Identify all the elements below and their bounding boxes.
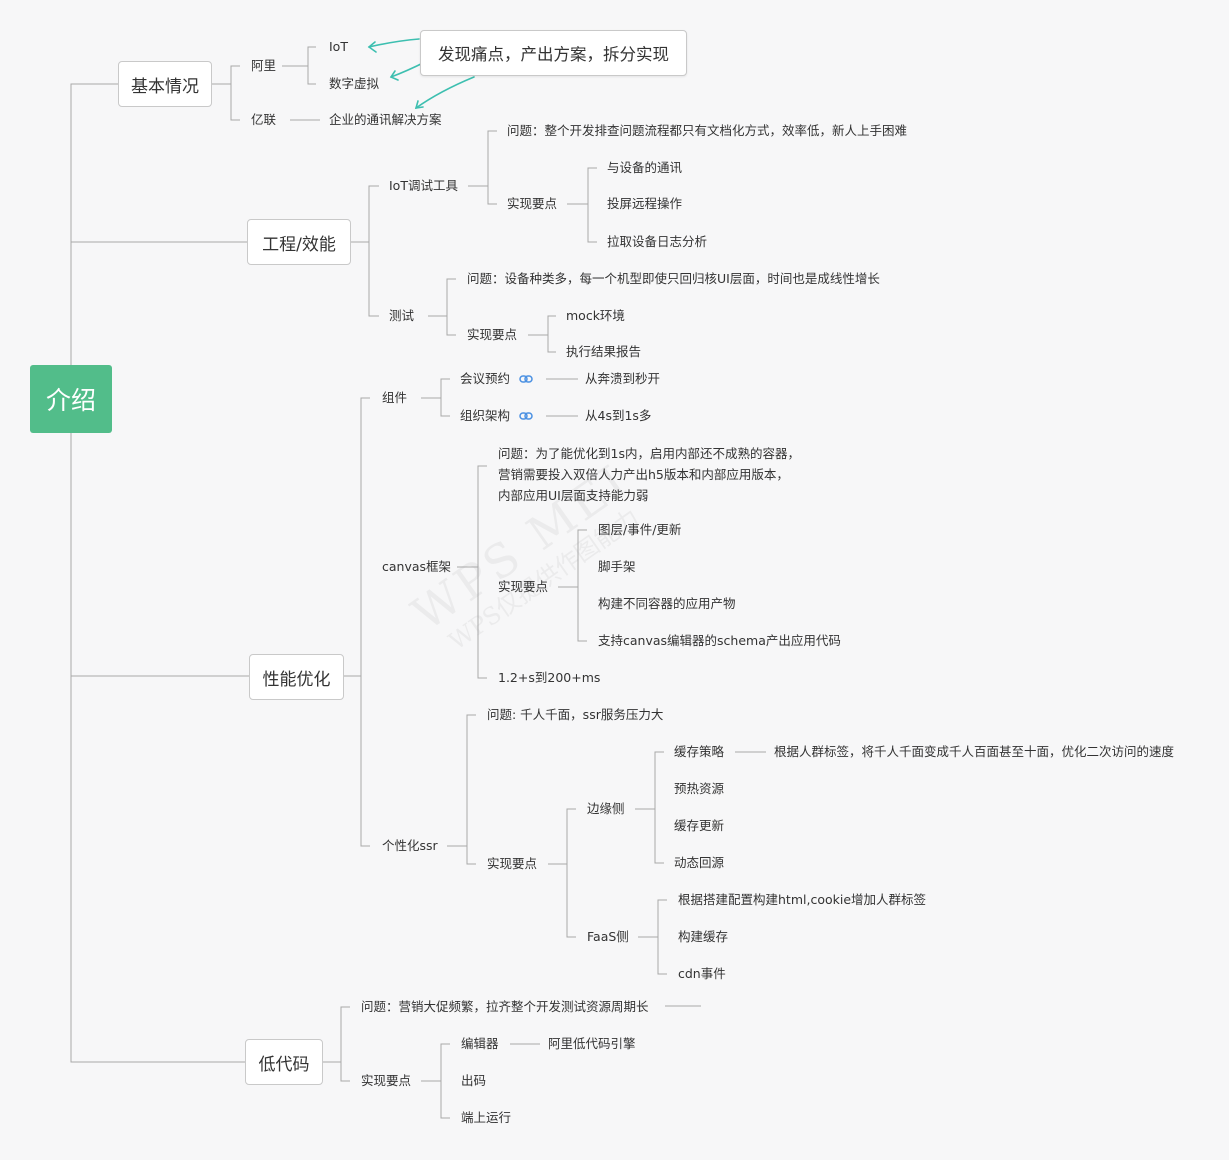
node-faas-p1[interactable]: 根据搭建配置构建html,cookie增加人群标签 — [678, 892, 927, 907]
node-faas-p3[interactable]: cdn事件 — [678, 966, 726, 981]
node-ssr-points[interactable]: 实现要点 — [487, 856, 538, 871]
node-runtime[interactable]: 端上运行 — [461, 1110, 512, 1125]
node-lowcode-problem[interactable]: 问题：营销大促频繁，拉齐整个开发测试资源周期长 — [361, 999, 649, 1014]
node-lowcode-points[interactable]: 实现要点 — [361, 1073, 412, 1088]
canvas-problem-line: 营销需要投入双倍人力产出h5版本和内部应用版本， — [498, 467, 789, 482]
node-iot[interactable]: IoT — [329, 39, 348, 54]
node-comm-solution[interactable]: 企业的通讯解决方案 — [329, 112, 442, 127]
node-test-p2[interactable]: 执行结果报告 — [566, 344, 642, 359]
node-canvas-p2[interactable]: 脚手架 — [598, 559, 636, 574]
node-canvas-result[interactable]: 1.2+s到200+ms — [498, 670, 601, 685]
node-meeting-result[interactable]: 从奔溃到秒开 — [585, 371, 661, 386]
node-test[interactable]: 测试 — [389, 308, 415, 323]
node-cache-strategy-detail[interactable]: 根据人群标签，将千人千面变成千人百面甚至十面，优化二次访问的速度 — [774, 744, 1175, 759]
node-digital[interactable]: 数字虚拟 — [329, 76, 380, 91]
node-canvas-p3[interactable]: 构建不同容器的应用产物 — [598, 596, 736, 611]
node-faas[interactable]: FaaS侧 — [587, 929, 629, 944]
node-canvas[interactable]: canvas框架 — [382, 559, 452, 574]
node-org[interactable]: 组织架构 — [460, 408, 511, 423]
node-iot-problem[interactable]: 问题：整个开发排查问题流程都只有文档化方式，效率低，新人上手困难 — [507, 123, 908, 138]
callout-note[interactable]: 发现痛点，产出方案，拆分实现 — [420, 30, 687, 76]
node-engine[interactable]: 阿里低代码引擎 — [548, 1036, 636, 1051]
node-canvas-p4[interactable]: 支持canvas编辑器的schema产出应用代码 — [598, 633, 841, 648]
node-performance[interactable]: 性能优化 — [249, 654, 344, 700]
node-ali[interactable]: 阿里 — [251, 58, 277, 73]
node-iot-p2[interactable]: 投屏远程操作 — [607, 196, 683, 211]
node-editor[interactable]: 编辑器 — [461, 1036, 499, 1051]
node-engineering[interactable]: 工程/效能 — [247, 219, 351, 265]
node-test-problem[interactable]: 问题：设备种类多，每一个机型即使只回归核UI层面，时间也是成线性增长 — [467, 271, 880, 286]
node-iot-points[interactable]: 实现要点 — [507, 196, 558, 211]
node-edge[interactable]: 边缘侧 — [587, 801, 625, 816]
canvas-problem-line: 问题：为了能优化到1s内，启用内部还不成熟的容器， — [498, 446, 800, 461]
node-meeting[interactable]: 会议预约 — [460, 371, 511, 386]
node-canvas-problem[interactable]: 问题：为了能优化到1s内，启用内部还不成熟的容器， 营销需要投入双倍人力产出h5… — [498, 443, 800, 506]
node-iot-p1[interactable]: 与设备的通讯 — [607, 160, 683, 175]
node-ssr[interactable]: 个性化ssr — [382, 838, 438, 853]
node-test-points[interactable]: 实现要点 — [467, 327, 518, 342]
node-component[interactable]: 组件 — [382, 390, 408, 405]
node-cache-strategy[interactable]: 缓存策略 — [674, 744, 725, 759]
node-ssr-problem[interactable]: 问题: 千人千面，ssr服务压力大 — [487, 707, 664, 722]
node-preheat[interactable]: 预热资源 — [674, 781, 725, 796]
node-dynamic-origin[interactable]: 动态回源 — [674, 855, 725, 870]
root-node[interactable]: 介绍 — [30, 365, 112, 433]
node-canvas-points[interactable]: 实现要点 — [498, 579, 549, 594]
canvas-problem-line: 内部应用UI层面支持能力弱 — [498, 488, 649, 503]
node-yilian[interactable]: 亿联 — [251, 112, 277, 127]
node-iot-p3[interactable]: 拉取设备日志分析 — [607, 234, 708, 249]
node-basic-info[interactable]: 基本情况 — [118, 61, 212, 107]
node-cache-update[interactable]: 缓存更新 — [674, 818, 725, 833]
node-canvas-p1[interactable]: 图层/事件/更新 — [598, 522, 682, 537]
node-iot-tool[interactable]: IoT调试工具 — [389, 178, 458, 193]
node-faas-p2[interactable]: 构建缓存 — [678, 929, 729, 944]
node-org-result[interactable]: 从4s到1s多 — [585, 408, 652, 423]
node-test-p1[interactable]: mock环境 — [566, 308, 625, 323]
node-output[interactable]: 出码 — [461, 1073, 487, 1088]
node-lowcode[interactable]: 低代码 — [245, 1039, 323, 1085]
link-icon[interactable] — [519, 374, 533, 384]
link-icon[interactable] — [519, 411, 533, 421]
